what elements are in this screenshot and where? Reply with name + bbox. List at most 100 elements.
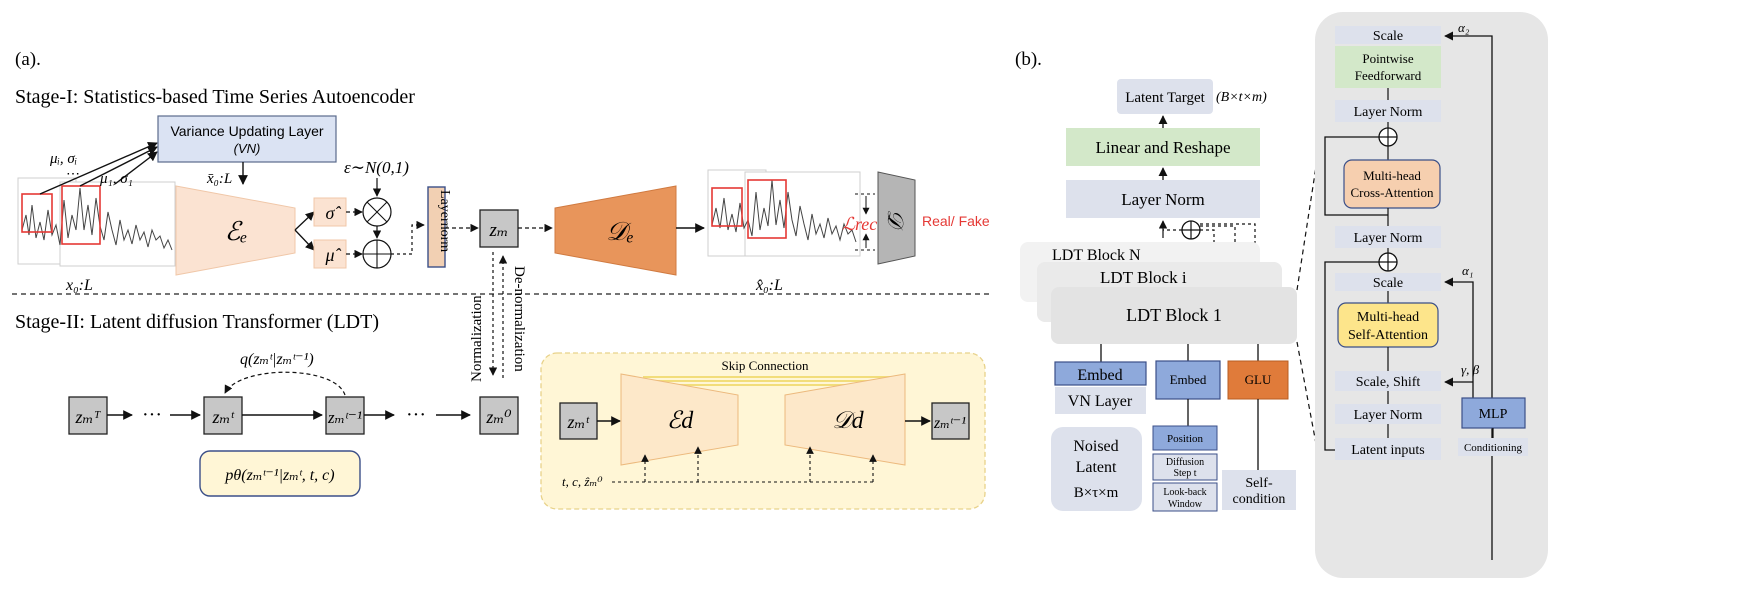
panel-a-label: (a). [15, 49, 41, 70]
scale-shift-box [1335, 371, 1441, 391]
alpha1: α₁ [1462, 263, 1473, 278]
diffusion-step-1: Diffusion [1166, 457, 1204, 468]
scale-mid: Scale [1373, 276, 1403, 291]
unet-zt-out-box [931, 402, 970, 440]
panel-b-label: (b). [1015, 49, 1042, 70]
ln2-box [1335, 226, 1441, 248]
noised-line3: B×τ×m [1074, 485, 1119, 501]
output-x-label: x̂₀:L [755, 277, 783, 294]
mlp: MLP [1479, 407, 1508, 422]
self-1: Multi-head [1357, 310, 1419, 325]
layernorm-label: Layernorm [437, 190, 452, 252]
chain-dots-2: ··· [406, 404, 426, 426]
unet-encoder-shape [620, 373, 739, 466]
ldt-block-1-label: LDT Block 1 [1126, 305, 1222, 325]
block-detail-panel [1315, 12, 1548, 578]
zT-label: zₘᵀ [75, 407, 102, 427]
decoder-label: 𝒟ₑ [606, 217, 634, 246]
normalization-label: Normalization [469, 295, 485, 382]
mu-hat-box [313, 239, 347, 269]
xbar-label: x̄₀:L [206, 171, 232, 187]
latent-target: Latent Target [1125, 90, 1205, 106]
dots-small: ⋯ [66, 167, 80, 182]
ldt-block-1 [1051, 287, 1297, 344]
latent-inputs-box [1335, 438, 1441, 460]
lookback-box [1152, 482, 1218, 512]
p-theta-box [199, 450, 361, 497]
linear-reshape-box [1066, 128, 1260, 166]
input-x-label: x₀:L [65, 277, 93, 294]
embed-1: Embed [1077, 367, 1122, 384]
vn-box [157, 115, 337, 163]
ldt-block-i-label: LDT Block i [1100, 268, 1187, 287]
latent-inputs: Latent inputs [1351, 443, 1425, 458]
lookback-1: Look-back [1163, 487, 1206, 498]
encoder-label: ℰₑ [225, 217, 248, 246]
noised-line1: Noised [1073, 438, 1118, 455]
conditioning-box [1458, 438, 1528, 456]
noised-line2: Latent [1076, 459, 1117, 476]
ln2: Layer Norm [1354, 231, 1423, 246]
position-box [1152, 425, 1218, 451]
ln1-box [1335, 100, 1441, 122]
real-fake-label: Real/ Fake [922, 213, 990, 229]
p-theta-label: pθ(zₘᵗ⁻¹|zₘᵗ, t, c) [224, 467, 334, 484]
encoder-shape [175, 185, 296, 276]
z0-box [479, 396, 519, 435]
zt-box [203, 396, 243, 435]
linear-reshape: Linear and Reshape [1096, 138, 1231, 157]
epsilon-noise: ε∼N(0,1) [344, 158, 409, 177]
stage2-title: Stage-II: Latent diffusion Transformer (… [15, 311, 379, 333]
gamma-beta: γ, β [1461, 362, 1480, 377]
glu-box [1227, 360, 1289, 400]
self-2: Self-Attention [1348, 328, 1428, 343]
self-condition-1: Self- [1245, 476, 1273, 491]
vn-box-line2: (VN) [234, 141, 261, 156]
discriminator-label: 𝒟 [883, 209, 908, 231]
denormalization-label: De-normalization [511, 266, 527, 372]
z0-label: zₘ⁰ [485, 407, 511, 427]
ffn-1: Pointwise [1362, 51, 1414, 66]
layer-norm-top: Layer Norm [1121, 190, 1205, 209]
embed-2: Embed [1170, 372, 1207, 387]
mu-i-sigma-i: μᵢ, σᵢ [49, 151, 77, 167]
unet-zt-out: zₘᵗ⁻¹ [933, 415, 966, 432]
zt1-box [325, 396, 365, 435]
lookback-2: Window [1168, 499, 1203, 510]
latent-target-shape: (B×t×m) [1216, 90, 1267, 105]
embed-2-box [1155, 360, 1221, 400]
zt-label: zₘᵗ [211, 407, 234, 427]
glu: GLU [1245, 372, 1272, 387]
ln3: Layer Norm [1354, 408, 1423, 423]
layer-norm-top-box [1066, 180, 1260, 218]
noised-latent-box [1051, 427, 1142, 511]
zt1-label: zₘᵗ⁻¹ [327, 408, 362, 427]
position: Position [1167, 433, 1204, 445]
ffn-box [1335, 46, 1441, 88]
vn-box-line1: Variance Updating Layer [170, 123, 323, 139]
embed-1-box [1054, 361, 1147, 386]
alpha2: α₂ [1458, 20, 1470, 35]
diffusion-step-2: Step t [1173, 468, 1196, 479]
unet-zt-in: zₘᵗ [566, 412, 589, 432]
latent-target-box [1117, 79, 1213, 114]
unet-encoder-label: ℰd [667, 408, 695, 434]
scale-mid-box [1335, 273, 1441, 291]
diffusion-step-box [1152, 453, 1218, 481]
vn-layer-box [1055, 387, 1146, 414]
ln3-box [1335, 404, 1441, 424]
ln1: Layer Norm [1354, 105, 1423, 120]
scale-top-box [1335, 26, 1441, 44]
cross-2: Cross-Attention [1350, 185, 1434, 200]
q-label: q(zₘᵗ|zₘᵗ⁻¹) [240, 351, 314, 368]
cross-1: Multi-head [1363, 168, 1421, 183]
scale-shift: Scale, Shift [1356, 375, 1421, 390]
unet-cond-label: t, c, ẑₘ⁰ [562, 474, 603, 489]
skip-connection-label: Skip Connection [721, 358, 809, 373]
chain-dots-1: ··· [142, 404, 162, 426]
layernorm-box [427, 186, 446, 268]
output-timeseries [707, 169, 861, 257]
zm-label: zₘ [488, 220, 508, 241]
self-condition-box [1222, 470, 1296, 510]
